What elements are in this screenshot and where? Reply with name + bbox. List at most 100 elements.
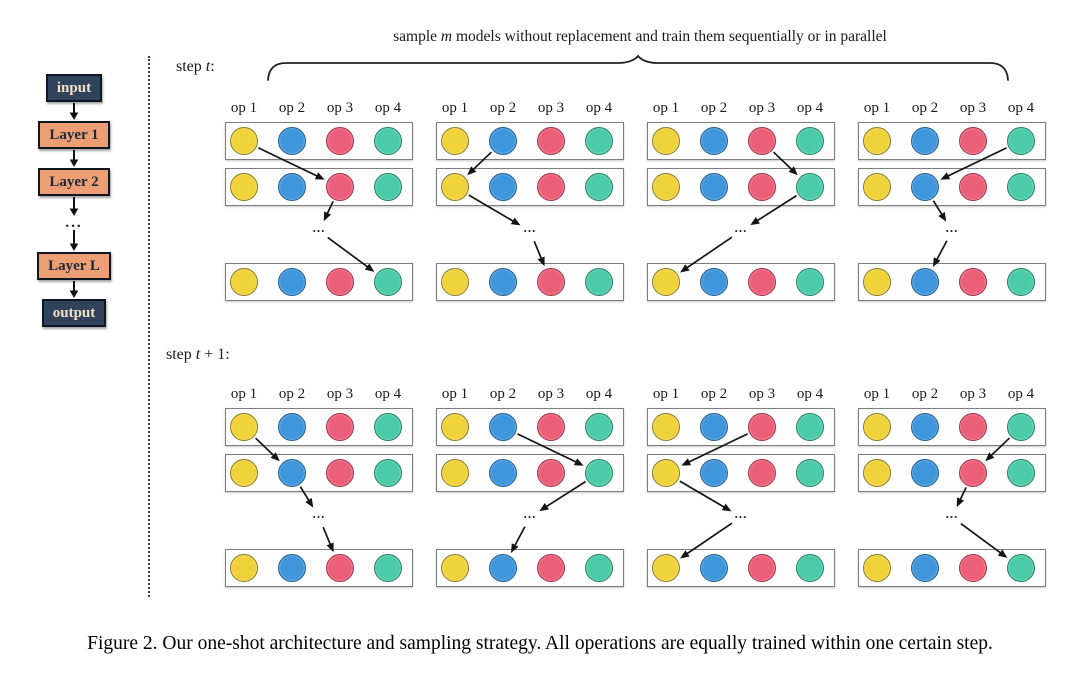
op1-circle: [441, 554, 469, 582]
op4-circle: [585, 268, 613, 296]
op3-circle: [748, 173, 776, 201]
op2-circle: [911, 413, 939, 441]
op-column-label: op 1: [441, 386, 469, 402]
op1-circle: [230, 554, 258, 582]
op1-circle: [863, 413, 891, 441]
op3-circle: [748, 413, 776, 441]
step-label-var: t: [195, 346, 201, 363]
between-layers-ellipsis: ...: [523, 506, 537, 521]
between-layers-ellipsis: ...: [734, 506, 748, 521]
op-column-label: op 1: [863, 100, 891, 116]
op-column-label: op 3: [537, 386, 565, 402]
op1-circle: [652, 127, 680, 155]
between-layers-ellipsis: ...: [312, 220, 326, 235]
op1-circle: [441, 268, 469, 296]
op2-circle: [911, 173, 939, 201]
model-group: op 1 op 2 op 3 op 4...: [436, 386, 624, 588]
op-column-label: op 1: [441, 100, 469, 116]
op2-circle: [489, 173, 517, 201]
op1-circle: [441, 127, 469, 155]
op4-circle: [1007, 268, 1035, 296]
op-column-label: op 4: [796, 386, 824, 402]
op1-circle: [652, 554, 680, 582]
op3-circle: [326, 127, 354, 155]
op3-circle: [537, 413, 565, 441]
step-label-text: step: [166, 346, 196, 363]
op2-circle: [700, 413, 728, 441]
op-column-label: op 4: [585, 386, 613, 402]
op-column-label: op 4: [1007, 100, 1035, 116]
op-column-label: op 2: [278, 386, 306, 402]
op2-circle: [278, 268, 306, 296]
op4-circle: [585, 127, 613, 155]
sampling-annotation: sample m models without replacement and …: [200, 28, 1080, 46]
op4-circle: [796, 127, 824, 155]
op4-circle: [374, 459, 402, 487]
op2-circle: [911, 268, 939, 296]
op-column-label: op 2: [489, 386, 517, 402]
op2-circle: [700, 173, 728, 201]
op4-circle: [796, 413, 824, 441]
op-column-label: op 2: [489, 100, 517, 116]
layers-ellipsis: ...: [65, 215, 83, 231]
architecture-flow: input Layer 1 Layer 2 ... Layer L output: [16, 74, 132, 327]
op4-circle: [1007, 173, 1035, 201]
op1-circle: [863, 127, 891, 155]
op2-circle: [700, 268, 728, 296]
op4-circle: [1007, 413, 1035, 441]
op4-circle: [796, 459, 824, 487]
op2-circle: [911, 459, 939, 487]
op2-circle: [489, 127, 517, 155]
down-arrow-icon: [69, 197, 79, 216]
op4-circle: [374, 268, 402, 296]
op3-circle: [959, 459, 987, 487]
op2-circle: [911, 127, 939, 155]
step-t-label: step t:: [176, 58, 215, 76]
annotation-text: sample: [393, 28, 441, 45]
op-column-label: op 3: [959, 100, 987, 116]
op1-circle: [652, 173, 680, 201]
op-column-label: op 3: [537, 100, 565, 116]
op-column-label: op 4: [585, 100, 613, 116]
op-column-label: op 2: [700, 386, 728, 402]
op2-circle: [700, 554, 728, 582]
layer-1-node: Layer 1: [38, 121, 110, 149]
op2-circle: [278, 554, 306, 582]
op3-circle: [959, 173, 987, 201]
op1-circle: [652, 268, 680, 296]
op-column-label: op 2: [700, 100, 728, 116]
op1-circle: [863, 554, 891, 582]
op-column-label: op 1: [863, 386, 891, 402]
step-label-var: t: [205, 58, 211, 75]
op2-circle: [278, 173, 306, 201]
op2-circle: [278, 459, 306, 487]
op2-circle: [489, 459, 517, 487]
op3-circle: [326, 173, 354, 201]
op1-circle: [230, 413, 258, 441]
op3-circle: [326, 554, 354, 582]
annotation-text-suffix: models without replacement and train the…: [452, 28, 887, 45]
op2-circle: [700, 127, 728, 155]
op-column-label: op 3: [326, 100, 354, 116]
op-column-label: op 3: [326, 386, 354, 402]
op2-circle: [278, 413, 306, 441]
op4-circle: [585, 554, 613, 582]
op1-circle: [230, 268, 258, 296]
op3-circle: [326, 268, 354, 296]
op1-circle: [652, 413, 680, 441]
op1-circle: [230, 127, 258, 155]
op4-circle: [796, 268, 824, 296]
dotted-divider: [148, 56, 150, 597]
layer-L-node: Layer L: [37, 252, 111, 280]
op-column-label: op 4: [796, 100, 824, 116]
op3-circle: [748, 554, 776, 582]
op4-circle: [374, 173, 402, 201]
op3-circle: [326, 459, 354, 487]
op3-circle: [748, 459, 776, 487]
op-column-label: op 1: [230, 386, 258, 402]
